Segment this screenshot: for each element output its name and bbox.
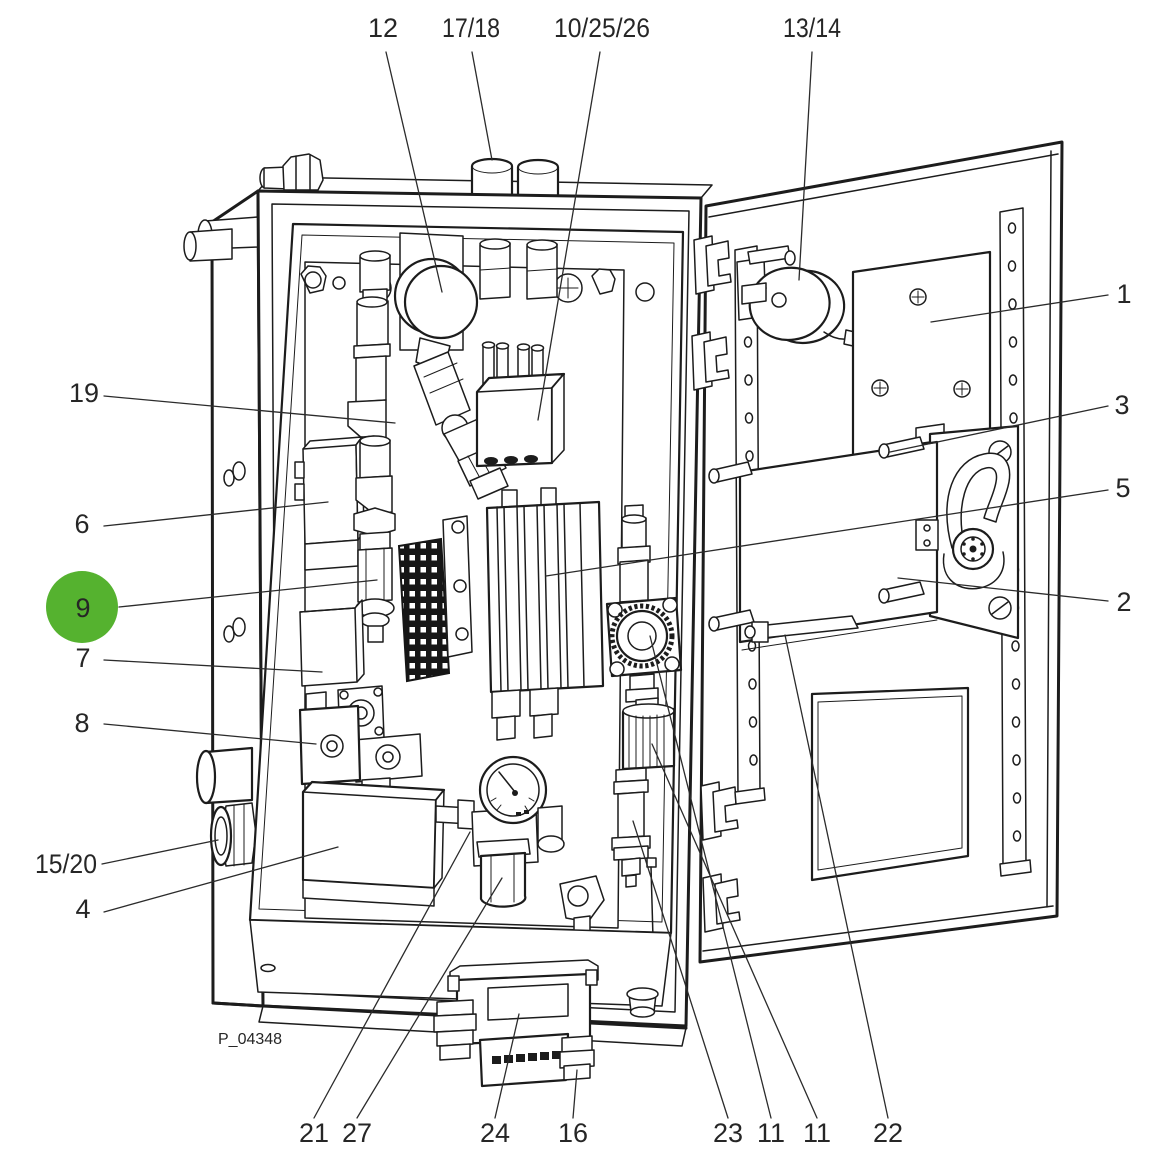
callout-10-25-26: 10/25/26 (554, 13, 650, 43)
cable-gland-side (209, 802, 257, 867)
callout-21: 21 (299, 1118, 329, 1148)
callout-11a: 11 (757, 1118, 785, 1148)
callout-2: 2 (1116, 587, 1131, 617)
leader-lines (101, 51, 1109, 1119)
side-cable-glands (183, 216, 259, 262)
support-bar (744, 615, 859, 643)
drawing-code: P_04348 (218, 1031, 282, 1048)
callout-19: 19 (69, 378, 99, 408)
callout-17-18: 17/18 (442, 13, 500, 43)
callout-12: 12 (368, 13, 398, 43)
door-window (810, 686, 970, 882)
callout-15-20: 15/20 (35, 849, 97, 879)
side-plug (195, 746, 254, 805)
manifold-block-4 (301, 780, 446, 907)
valve-manifold (485, 487, 605, 741)
callout-27: 27 (342, 1118, 372, 1148)
door-stop-studs (223, 461, 246, 643)
door-plate-lower (708, 424, 1020, 651)
callout-5: 5 (1115, 473, 1130, 503)
callout-7: 7 (75, 643, 90, 673)
callout-4: 4 (75, 894, 90, 924)
terminal-strip (397, 537, 451, 683)
callout-24: 24 (480, 1118, 510, 1148)
callout-11b: 11 (803, 1118, 831, 1148)
pressure-regulator-lower (621, 697, 676, 771)
solenoid-valve (294, 436, 365, 571)
mounting-pins (708, 436, 925, 632)
callout-8: 8 (74, 708, 89, 738)
callout-13-14: 13/14 (783, 13, 841, 43)
top-cable-gland (259, 153, 324, 191)
cabinet-bottom (211, 959, 688, 1088)
callout-6: 6 (74, 509, 89, 539)
pressure-gauge-assembly (471, 755, 565, 908)
callout-1: 1 (1116, 279, 1131, 309)
callout-labels: 12 17/18 10/25/26 13/14 19 6 9 7 8 15/20… (35, 13, 1132, 1148)
bulkhead-fittings (479, 238, 558, 300)
door-gauge (736, 245, 865, 349)
highlight-circle (46, 571, 118, 643)
door-latch (942, 452, 1011, 590)
callout-9: 9 (75, 593, 90, 623)
pressure-regulator-upper (605, 504, 683, 703)
cartridge-valve (353, 435, 396, 643)
callout-22: 22 (873, 1118, 903, 1148)
multipin-connector (433, 959, 599, 1088)
top-port-cylinders (470, 157, 560, 199)
callout-3: 3 (1114, 390, 1129, 420)
drain-cap (626, 987, 659, 1018)
callout-23: 23 (713, 1118, 743, 1148)
cabinet-interior (249, 232, 683, 1007)
mounting-plate-small (442, 515, 473, 658)
door-plate-upper (851, 250, 992, 460)
pressure-sensor (611, 767, 651, 888)
valve-body-8 (298, 691, 362, 786)
callout-16: 16 (558, 1118, 588, 1148)
cabinet-door (691, 140, 1064, 964)
valve-body-7 (299, 599, 365, 687)
